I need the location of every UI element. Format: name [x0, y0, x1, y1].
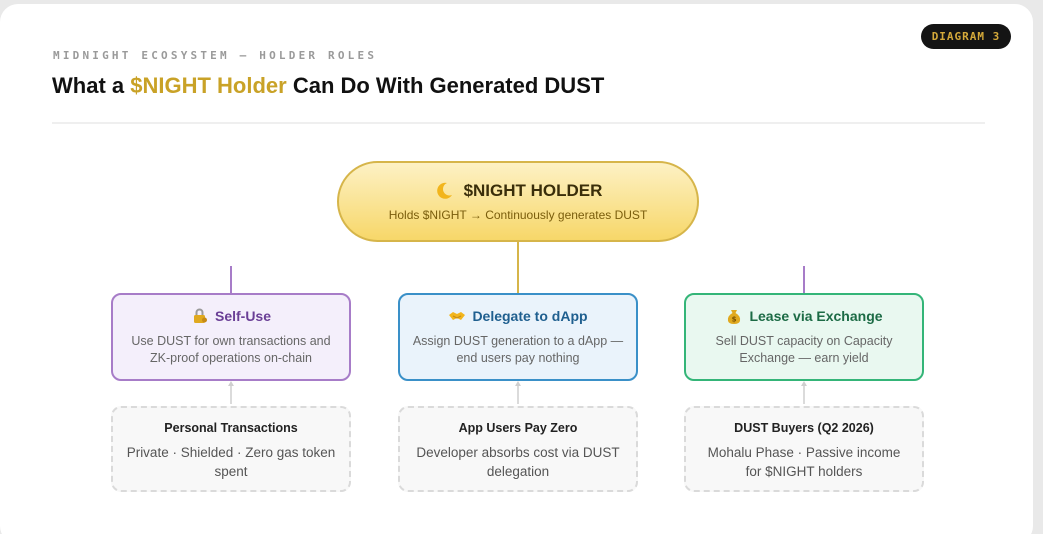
role-self-use-desc: Use DUST for own transactions and ZK-pro… — [131, 334, 331, 365]
night-holder-title: $NIGHT HOLDER — [463, 181, 603, 200]
outcome-personal-transactions: Personal Transactions Private · Shielded… — [111, 406, 351, 492]
lock-key-icon — [191, 307, 209, 325]
role-lease-desc: Sell DUST capacity on Capacity Exchange … — [715, 334, 893, 365]
outcome-app-users-desc: Developer absorbs cost via DUST delegati… — [416, 445, 620, 479]
title-suffix: Can Do With Generated DUST — [286, 73, 605, 98]
handshake-icon — [448, 307, 466, 325]
outcome-personal-title: Personal Transactions — [164, 421, 298, 435]
arrow-lease — [801, 381, 807, 404]
header-divider — [52, 122, 985, 124]
outcome-dust-buyers-title: DUST Buyers (Q2 2026) — [734, 421, 874, 435]
page-title: What a $NIGHT Holder Can Do With Generat… — [52, 73, 604, 99]
night-holder-node: $NIGHT HOLDER Holds $NIGHT → Continuousl… — [337, 161, 699, 242]
role-delegate-desc: Assign DUST generation to a dApp — end u… — [412, 334, 624, 365]
outcome-app-users-title: App Users Pay Zero — [458, 421, 578, 435]
eyebrow-label: MIDNIGHT ECOSYSTEM — HOLDER ROLES — [53, 49, 378, 62]
outcome-personal-desc: Private · Shielded · Zero gas token spen… — [126, 445, 336, 479]
title-highlight: $NIGHT Holder — [130, 73, 287, 98]
diagram-badge: DIAGRAM 3 — [921, 24, 1011, 49]
title-prefix: What a — [52, 73, 131, 98]
role-delegate: Delegate to dApp Assign DUST generation … — [398, 293, 638, 381]
role-lease-title: Lease via Exchange — [749, 308, 883, 324]
svg-text:$: $ — [732, 316, 737, 324]
outcome-dust-buyers-desc: Mohalu Phase · Passive income for $NIGHT… — [707, 445, 901, 479]
outcome-app-users: App Users Pay Zero Developer absorbs cos… — [398, 406, 638, 492]
crescent-moon-icon — [434, 181, 454, 201]
role-self-use: Self-Use Use DUST for own transactions a… — [111, 293, 351, 381]
arrow-delegate — [515, 381, 521, 404]
arrow-self-use — [228, 381, 234, 404]
outcome-dust-buyers: DUST Buyers (Q2 2026) Mohalu Phase · Pas… — [684, 406, 924, 492]
money-bag-icon: $ — [725, 307, 743, 325]
role-self-use-title: Self-Use — [214, 308, 272, 324]
role-delegate-title: Delegate to dApp — [472, 308, 588, 324]
role-lease: $ Lease via Exchange Sell DUST capacity … — [684, 293, 924, 381]
night-holder-subtitle: Holds $NIGHT → Continuously generates DU… — [388, 208, 648, 222]
